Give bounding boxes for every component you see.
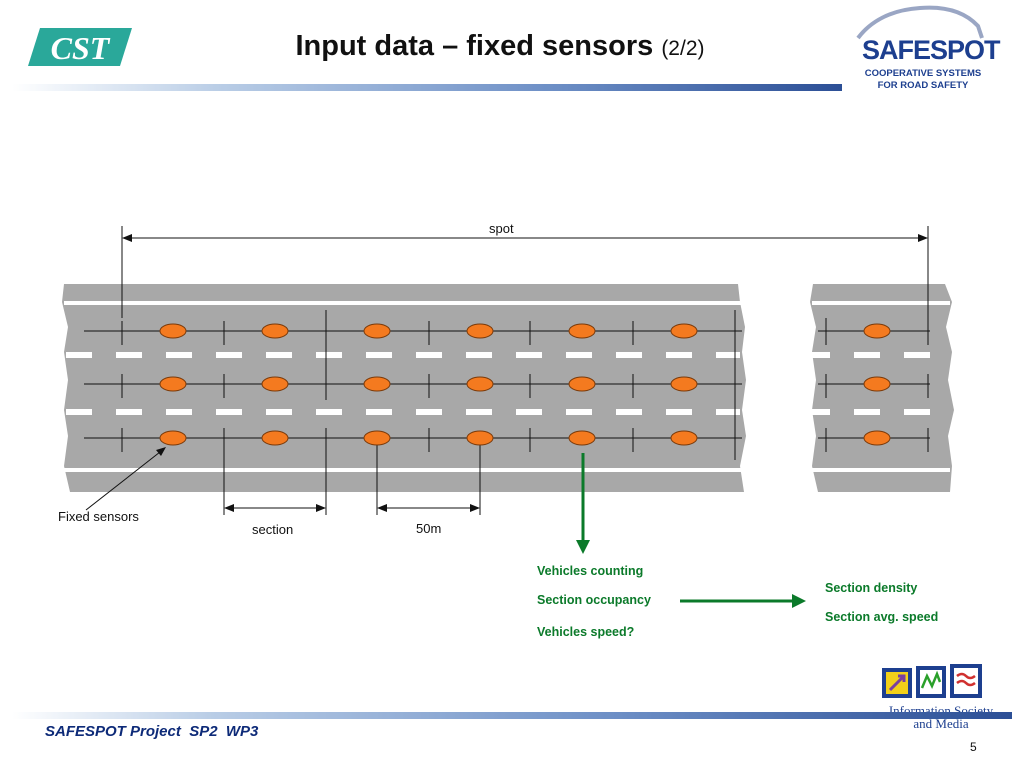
sensor-group bbox=[159, 323, 891, 446]
sensor-output-arrow-head bbox=[576, 540, 590, 554]
sensor-icon bbox=[363, 376, 391, 392]
distance-arrow-right bbox=[470, 504, 480, 512]
footer-rule bbox=[12, 712, 1012, 719]
output-section-occupancy: Section occupancy bbox=[537, 593, 651, 607]
sensor-lines bbox=[84, 330, 930, 439]
sensor-icon bbox=[159, 376, 187, 392]
sensor-icon bbox=[670, 376, 698, 392]
page-title: Input data – fixed sensors (2/2) bbox=[0, 30, 1000, 63]
sensors-pointer-line bbox=[85, 451, 161, 511]
sensor-icon bbox=[670, 323, 698, 339]
page-number: 5 bbox=[970, 740, 977, 754]
sensor-icon bbox=[159, 323, 187, 339]
sensor-icon bbox=[568, 430, 596, 446]
section-label: section bbox=[252, 522, 294, 537]
sensor-icon bbox=[261, 376, 289, 392]
sensor-icon bbox=[261, 323, 289, 339]
title-main: Input data – fixed sensors bbox=[295, 30, 654, 62]
safespot-car-icon bbox=[856, 5, 984, 40]
sensor-icon bbox=[466, 430, 494, 446]
output-vehicles-speed: Vehicles speed? bbox=[537, 625, 635, 639]
safespot-tagline-2: FOR ROAD SAFETY bbox=[877, 80, 969, 91]
section-arrow-left bbox=[224, 504, 234, 512]
sensor-icon bbox=[363, 323, 391, 339]
title-suffix: (2/2) bbox=[661, 37, 705, 60]
distance-label: 50m bbox=[416, 521, 442, 536]
output-vehicles-counting: Vehicles counting bbox=[537, 564, 644, 578]
footer-project-label: SAFESPOT Project SP2 WP3 bbox=[45, 723, 259, 740]
fixed-sensors-label: Fixed sensors bbox=[58, 509, 139, 524]
header-rule bbox=[12, 84, 842, 91]
sensor-icon bbox=[261, 430, 289, 446]
sensor-icon bbox=[670, 430, 698, 446]
sensor-icon bbox=[568, 323, 596, 339]
sensor-icon bbox=[863, 430, 891, 446]
sensors-pointer-head bbox=[156, 447, 166, 456]
output-section-density: Section density bbox=[825, 581, 918, 595]
distance-arrow-left bbox=[377, 504, 387, 512]
section-arrow-right bbox=[316, 504, 326, 512]
spot-arrow-right bbox=[918, 234, 928, 242]
road-diagram bbox=[62, 226, 954, 608]
csst-logo: CST bbox=[28, 28, 132, 66]
spot-arrow-left bbox=[122, 234, 132, 242]
svg-text:CST: CST bbox=[51, 30, 111, 66]
sensor-icon bbox=[466, 376, 494, 392]
aggregation-arrow-head bbox=[792, 594, 806, 608]
ism-line-2: and Media bbox=[913, 716, 969, 731]
sensor-icon bbox=[363, 430, 391, 446]
safespot-logo-tagline: COOPERATIVE SYSTEMS FOR ROAD SAFETY bbox=[858, 68, 988, 92]
sensor-icon bbox=[863, 376, 891, 392]
sensor-icon bbox=[568, 376, 596, 392]
spot-label: spot bbox=[489, 221, 514, 236]
section-ticks bbox=[121, 310, 929, 460]
sensor-icon bbox=[466, 323, 494, 339]
safespot-logo-name: SAFESPOT bbox=[862, 35, 1001, 65]
information-society-logo-icon bbox=[882, 664, 982, 698]
safespot-tagline-1: COOPERATIVE SYSTEMS bbox=[864, 68, 982, 79]
sensor-icon bbox=[863, 323, 891, 339]
output-section-avg-speed: Section avg. speed bbox=[825, 610, 939, 624]
sensor-icon bbox=[159, 430, 187, 446]
